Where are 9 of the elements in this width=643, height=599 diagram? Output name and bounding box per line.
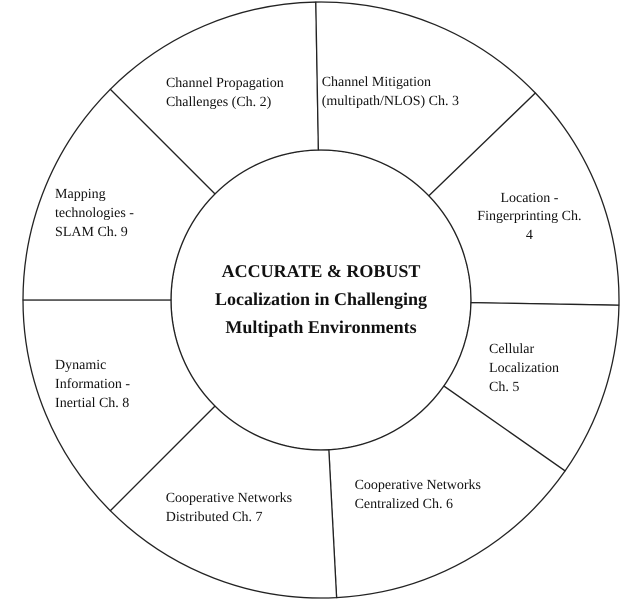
segment-label: Mapping technologies - SLAM Ch. 9 — [55, 186, 135, 242]
segment-label: Cooperative Networks Distributed Ch. 7 — [166, 490, 294, 528]
segment-label: Channel Propagation Challenges (Ch. 2) — [166, 74, 285, 112]
segment-label: Dynamic Information - Inertial Ch. 8 — [55, 357, 132, 414]
segment-label: Cooperative Networks Centralized Ch. 6 — [354, 477, 482, 514]
segment-label: Cellular Localization Ch. 5 — [489, 340, 560, 397]
center-title: ACCURATE & ROBUST Localization in Challenging Multipath Environments — [214, 260, 428, 339]
segment-label: Location - Fingerprinting Ch. 4 — [476, 190, 583, 246]
segment-label: Channel Mitigation (multipath/NLOS) Ch. 3 — [322, 74, 460, 112]
